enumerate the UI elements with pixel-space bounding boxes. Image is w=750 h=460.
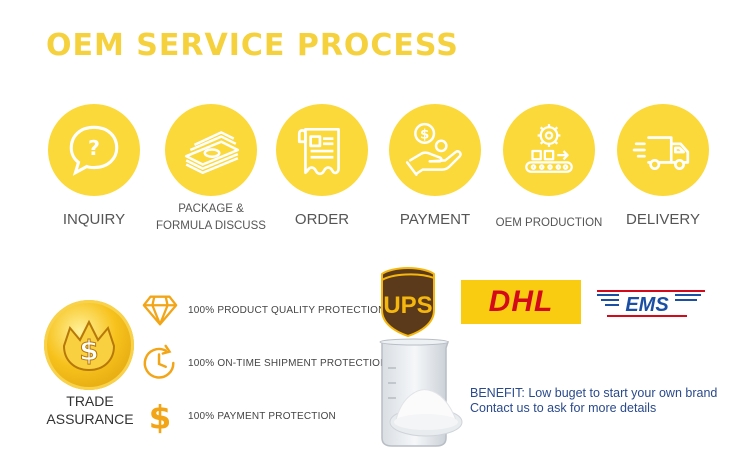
svg-text:$: $ — [149, 398, 171, 435]
page-title: OEM SERVICE PROCESS — [46, 28, 459, 63]
step-label: PAYMENT — [399, 211, 471, 228]
step-circle: $ — [389, 104, 481, 196]
step-circle — [503, 104, 595, 196]
protection-label: 100% ON-TIME SHIPMENT PROTECTION — [188, 357, 388, 369]
svg-text:?: ? — [88, 136, 100, 160]
svg-text:$: $ — [420, 128, 429, 143]
step-circle — [617, 104, 709, 196]
dollar-icon: $ — [149, 398, 171, 435]
money-stack-icon — [184, 131, 240, 174]
crown-dollar-icon: $ — [62, 319, 116, 372]
protection-payment: $ 100% PAYMENT PROTECTION — [138, 396, 336, 436]
protection-label: 100% PAYMENT PROTECTION — [188, 410, 336, 422]
step-label: INQUIRY — [62, 211, 126, 228]
protection-quality: 100% PRODUCT QUALITY PROTECTION — [138, 290, 386, 330]
delivery-truck-icon — [632, 136, 690, 170]
beaker-powder-image — [379, 338, 463, 447]
step-inquiry: ? INQUIRY — [34, 104, 154, 229]
step-order: ORDER — [262, 104, 382, 229]
step-label: OEM PRODUCTION — [495, 217, 603, 229]
conveyor-gear-icon — [525, 124, 573, 173]
svg-text:$: $ — [79, 334, 98, 367]
clock-icon — [143, 344, 175, 379]
step-circle — [276, 104, 368, 196]
ems-logo: EMS — [597, 290, 705, 317]
diamond-icon — [142, 295, 178, 326]
step-package-formula: PACKAGE & FORMULA DISCUSS — [149, 104, 273, 235]
hand-coin-icon: $ — [405, 122, 462, 177]
step-payment: $ PAYMENT — [375, 104, 495, 229]
ups-logo: UPS — [381, 266, 435, 338]
benefit-line-2: Contact us to ask for more details — [470, 401, 657, 415]
protection-label: 100% PRODUCT QUALITY PROTECTION — [188, 304, 386, 316]
benefit-line-1: BENEFIT: Low buget to start your own bra… — [470, 386, 718, 400]
step-label: DELIVERY — [626, 211, 700, 228]
step-label: ORDER — [294, 211, 350, 228]
speech-question-icon: ? — [69, 125, 119, 176]
step-oem-production: OEM PRODUCTION — [489, 104, 609, 233]
trade-assurance-badge: $ — [44, 300, 134, 390]
step-label: PACKAGE & FORMULA DISCUSS — [156, 203, 266, 232]
benefit-text: BENEFIT: Low buget to start your own bra… — [470, 386, 717, 416]
ems-text: EMS — [625, 294, 669, 316]
step-circle — [165, 104, 257, 196]
step-delivery: DELIVERY — [603, 104, 723, 229]
step-circle: ? — [48, 104, 140, 196]
protection-shipment: 100% ON-TIME SHIPMENT PROTECTION — [138, 343, 388, 383]
ups-text: UPS — [383, 292, 432, 319]
dhl-text: DHL — [488, 285, 554, 318]
receipt-icon — [297, 127, 340, 176]
dhl-logo: DHL — [461, 280, 581, 324]
trade-assurance-label: TRADE ASSURANCE — [46, 393, 134, 427]
